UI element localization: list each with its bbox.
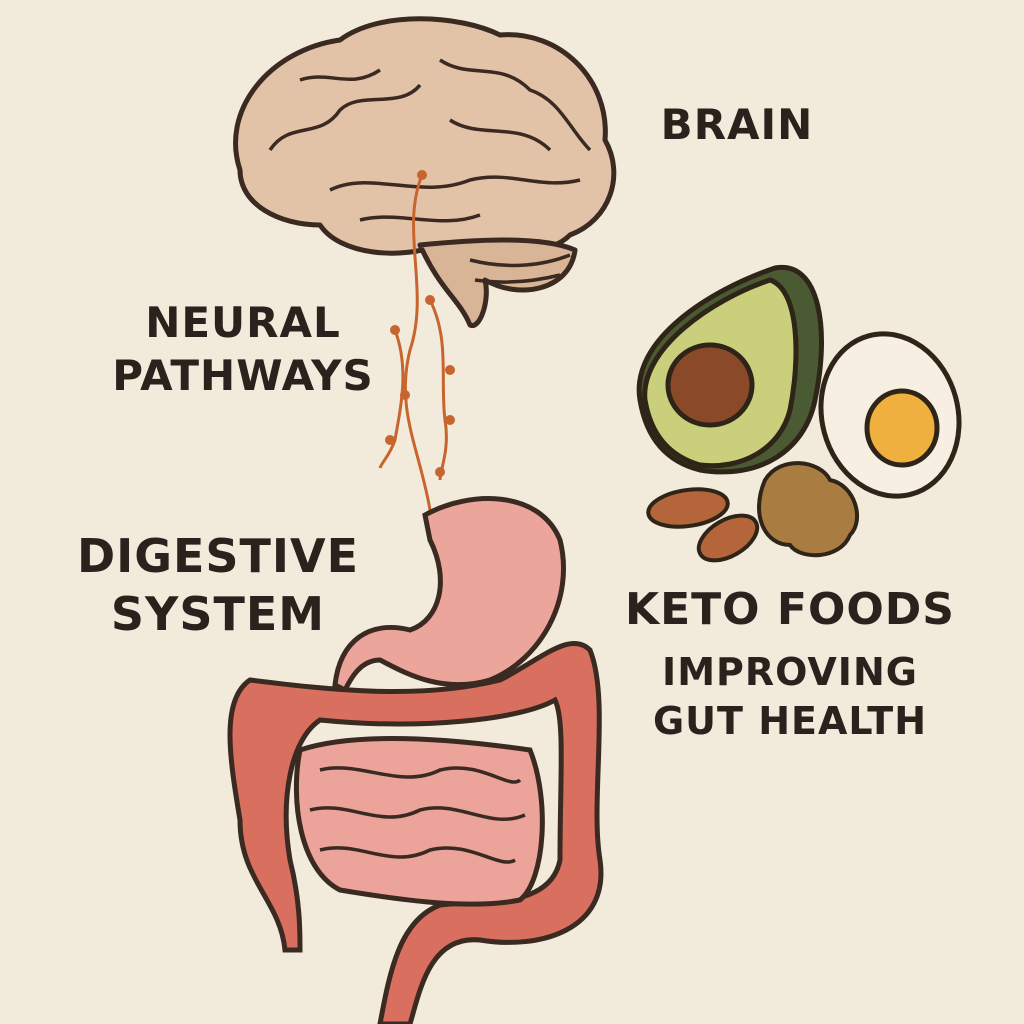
- brain-label-text: BRAIN: [660, 100, 814, 149]
- neural-label-line1: NEURAL: [145, 298, 341, 347]
- keto-label-text: KETO FOODS: [625, 584, 955, 635]
- stomach-illustration: [332, 496, 566, 694]
- almonds-illustration: [646, 487, 760, 563]
- walnut-illustration: [757, 461, 860, 558]
- egg-illustration: [818, 331, 962, 499]
- digestive-label-line1: DIGESTIVE: [76, 529, 360, 583]
- gut-label-line1: IMPROVING: [662, 650, 918, 694]
- neural-pathway-lines: [378, 174, 448, 511]
- brain-illustration: [233, 16, 617, 328]
- gut-health-label: IMPROVING GUT HEALTH: [653, 648, 927, 747]
- digestive-system-label: DIGESTIVE SYSTEM: [77, 527, 359, 644]
- intestine-illustration: [227, 641, 604, 1024]
- brain-label: BRAIN: [661, 98, 814, 151]
- nerve-nodes: [385, 170, 455, 477]
- avocado-illustration: [636, 264, 825, 475]
- gut-label-line2: GUT HEALTH: [652, 699, 928, 744]
- keto-foods-label: KETO FOODS: [625, 582, 955, 638]
- neural-pathways-label: NEURAL PATHWAYS: [112, 296, 374, 403]
- digestive-label-line2: SYSTEM: [110, 587, 326, 642]
- neural-label-line2: PATHWAYS: [112, 351, 374, 401]
